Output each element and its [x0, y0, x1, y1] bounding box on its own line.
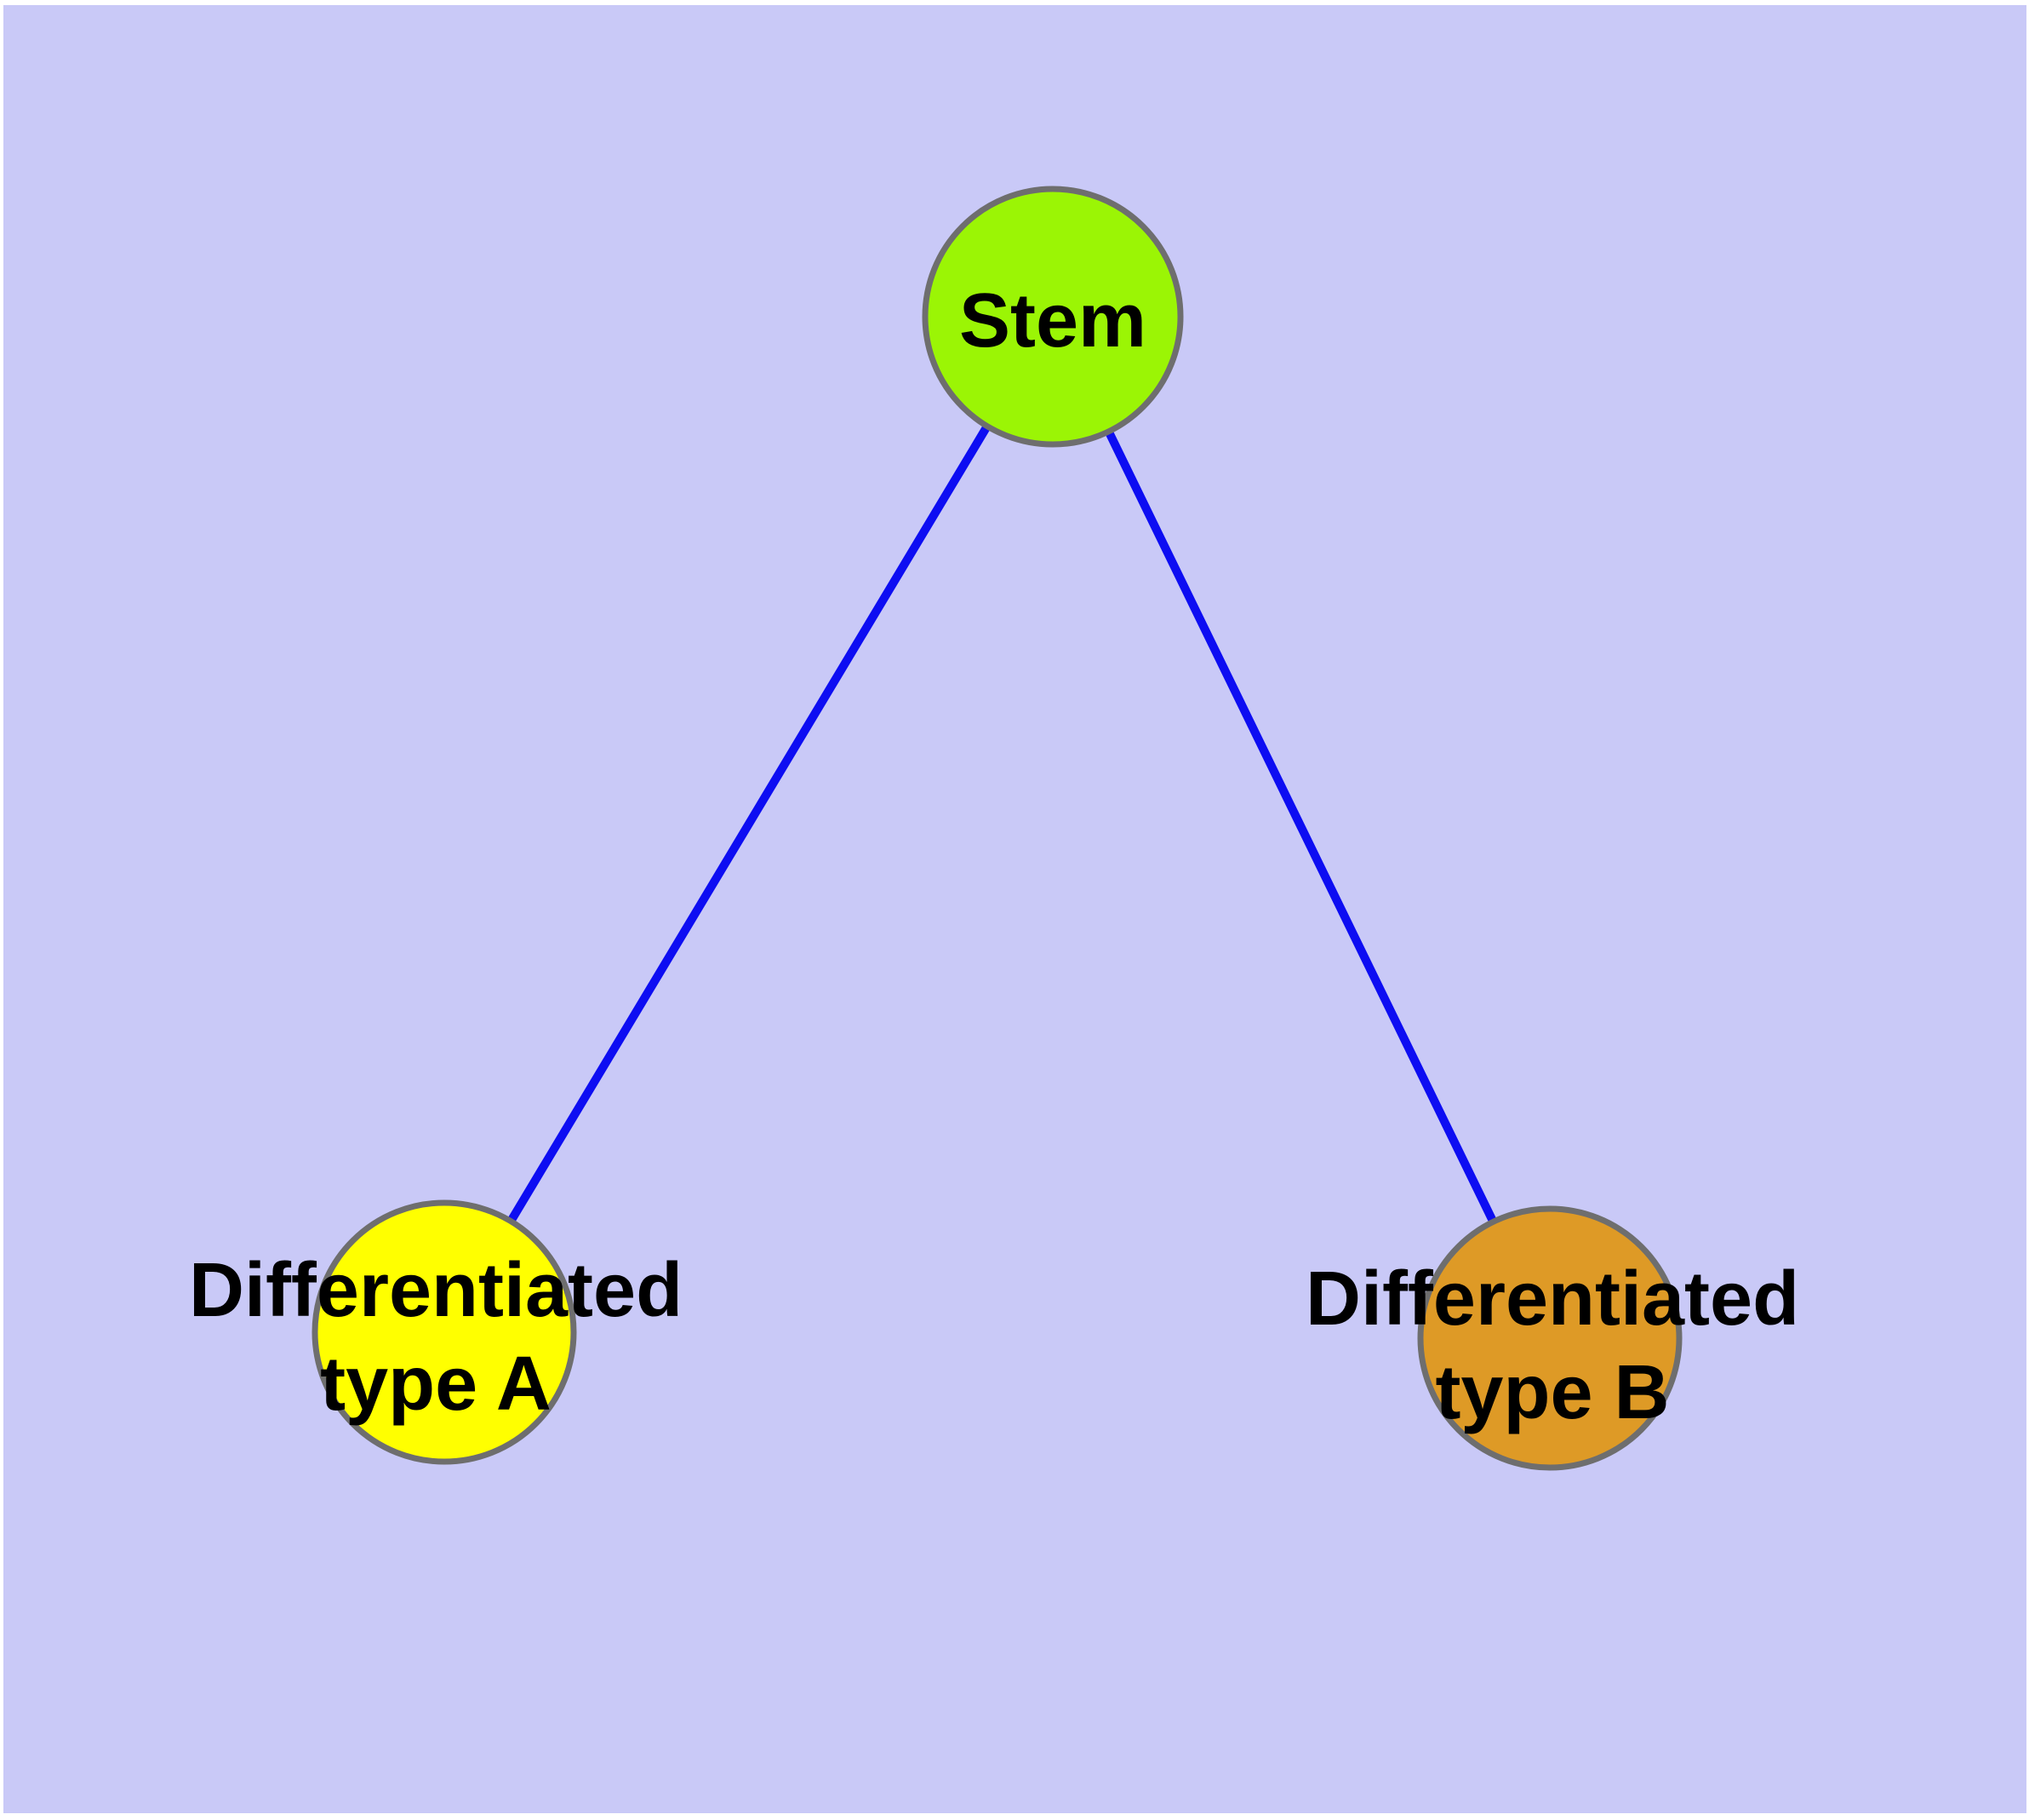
node-stem — [922, 186, 1184, 448]
edge-stem-to-type-a — [440, 314, 1057, 1335]
node-label-differentiated-type-a: Differentiated type A — [188, 1248, 683, 1427]
node-label-stem: Stem — [958, 278, 1147, 364]
edge-stem-to-type-b — [1049, 314, 1554, 1341]
node-differentiated-type-b — [1417, 1205, 1683, 1471]
node-label-differentiated-type-b: Differentiated type B — [1305, 1256, 1800, 1435]
node-differentiated-type-a — [311, 1199, 577, 1465]
